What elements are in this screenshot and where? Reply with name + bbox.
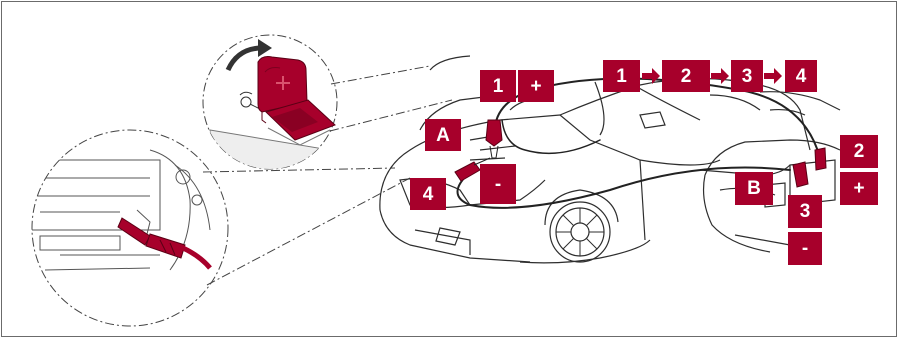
label-car-a: A [425,119,461,151]
label-step-3-near-b: 3 [788,195,822,228]
sequence-step-2: 2 [662,60,710,92]
label-plus-a: + [518,70,554,102]
callout-lines [32,35,452,326]
label-minus-a: - [480,164,516,204]
label-car-b: B [735,172,773,205]
sequence-step-4: 4 [785,60,817,92]
sequence-step-3: 3 [731,60,763,92]
label-step-1: 1 [480,70,516,102]
label-step-2-near-b: 2 [840,135,878,168]
label-step-4-near-a: 4 [410,178,446,210]
ground-clamp-icon [118,218,210,268]
label-plus-b: + [840,172,878,205]
battery-terminal-cover-icon [258,57,335,145]
sequence-step-1: 1 [603,60,640,92]
label-minus-b: - [788,232,822,265]
